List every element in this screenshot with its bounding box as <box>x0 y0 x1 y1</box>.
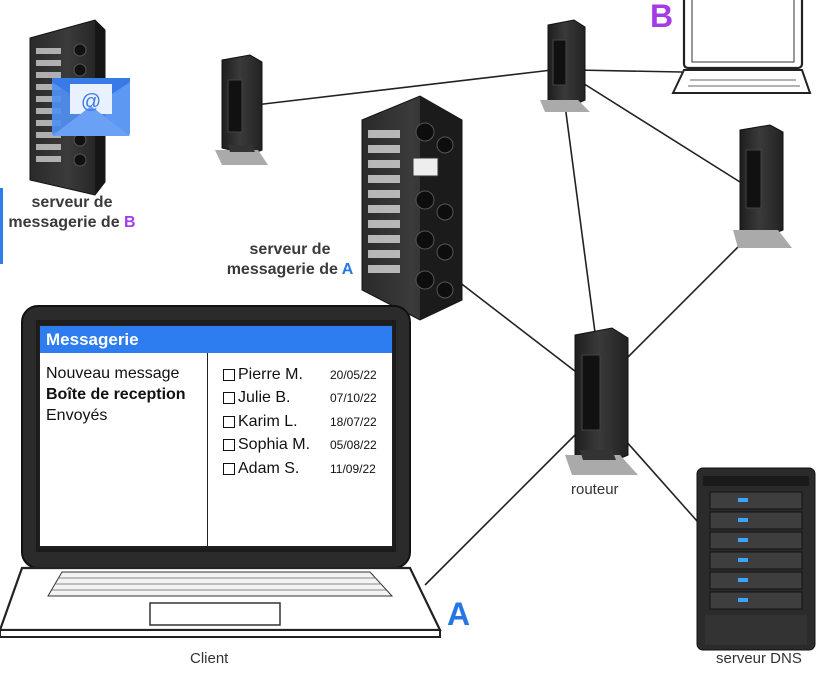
mail-client-title: Messagerie <box>40 326 392 353</box>
menu-item-sent[interactable]: Envoyés <box>46 407 108 424</box>
message-sender: Adam S. <box>238 459 300 477</box>
link-routertop-routercenter <box>564 104 597 341</box>
link-servera-routercenter <box>449 274 581 376</box>
link-routerleft-routertop <box>254 69 553 106</box>
router-top <box>540 19 590 112</box>
link-routerright-routercenter <box>624 234 751 361</box>
message-checkbox[interactable] <box>223 415 235 428</box>
mail-client-window: Messagerie Nouveau message Boîte de rece… <box>39 325 393 547</box>
router-left <box>215 54 268 165</box>
message-checkbox[interactable] <box>223 368 235 381</box>
laptop-b <box>671 0 812 94</box>
message-sender: Julie B. <box>238 389 291 407</box>
message-checkbox[interactable] <box>223 462 235 475</box>
network-links <box>254 69 751 586</box>
message-date: 18/07/22 <box>330 414 377 429</box>
message-date: 20/05/22 <box>330 367 377 382</box>
router-right <box>733 124 792 248</box>
label-server-b-letter: B <box>124 214 136 231</box>
mail-server-a <box>361 95 463 321</box>
label-router: routeur <box>571 481 619 498</box>
message-date: 07/10/22 <box>330 391 377 406</box>
message-row[interactable]: Sophia M. 05/08/22 <box>223 434 392 458</box>
message-list: Pierre M. 20/05/22 Julie B. 07/10/22 Kar… <box>209 353 392 546</box>
label-server-a-line1: serveur de <box>249 241 331 258</box>
message-date: 05/08/22 <box>330 438 377 453</box>
link-routertop-laptopb <box>574 69 683 73</box>
label-server-b-line2: messagerie de <box>8 214 125 231</box>
left-accent-bar <box>0 188 3 264</box>
message-sender: Pierre M. <box>238 365 303 383</box>
mail-envelope-icon: @ <box>52 78 130 136</box>
message-row[interactable]: Adam S. 11/09/22 <box>223 457 392 481</box>
label-client: Client <box>190 650 229 667</box>
label-server-a: serveur de messagerie de A <box>220 240 360 280</box>
message-checkbox[interactable] <box>223 439 235 452</box>
letter-a: A <box>447 596 471 632</box>
letter-b: B <box>650 0 674 34</box>
mail-server-b <box>29 19 106 196</box>
message-row[interactable]: Julie B. 07/10/22 <box>223 387 392 411</box>
label-server-a-line2: messagerie de <box>226 261 342 278</box>
link-routercenter-dns <box>624 439 706 531</box>
label-dns-server: serveur DNS <box>716 650 802 667</box>
menu-item-new-message[interactable]: Nouveau message <box>46 365 180 382</box>
message-date: 11/09/22 <box>330 461 376 476</box>
message-row[interactable]: Karim L. 18/07/22 <box>223 410 392 434</box>
mail-menu: Nouveau message Boîte de reception Envoy… <box>40 353 208 546</box>
link-routertop-routerright <box>569 74 741 183</box>
message-sender: Sophia M. <box>238 436 311 454</box>
message-checkbox[interactable] <box>223 392 235 405</box>
dns-server <box>696 467 816 651</box>
message-row[interactable]: Pierre M. 20/05/22 <box>223 363 392 387</box>
message-sender: Karim L. <box>238 412 298 430</box>
menu-item-inbox[interactable]: Boîte de reception <box>46 386 186 403</box>
link-client-routercenter <box>424 429 581 586</box>
mail-at-symbol: @ <box>81 91 101 113</box>
label-server-a-letter: A <box>341 261 354 278</box>
label-server-b: serveur de messagerie de B <box>2 193 142 233</box>
label-server-b-line1: serveur de <box>31 194 113 211</box>
router-center <box>565 327 638 475</box>
